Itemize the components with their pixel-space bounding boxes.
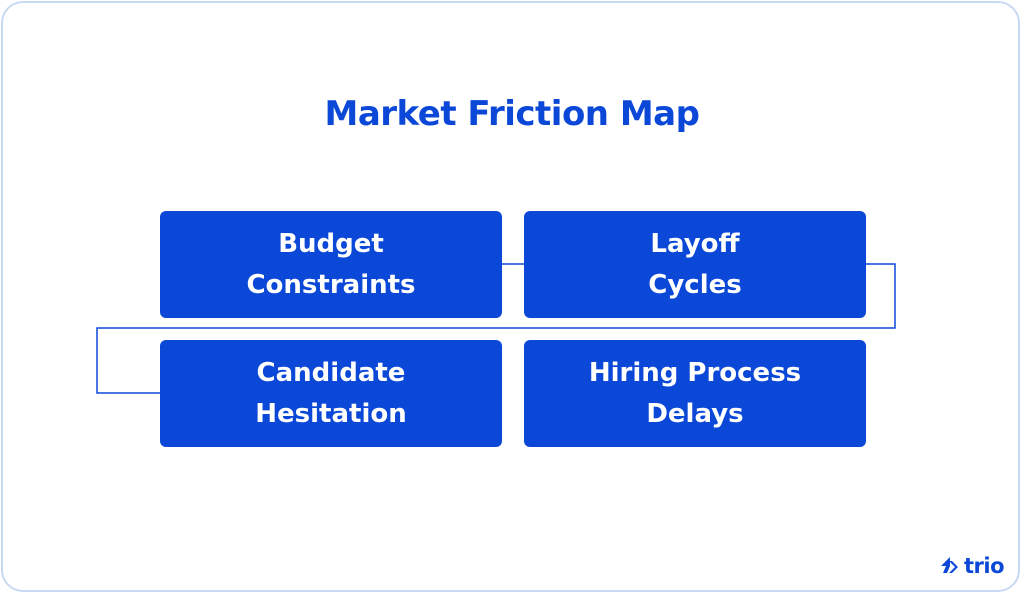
node-candidate-hesitation: Candidate Hesitation — [160, 340, 502, 447]
node-hiring-process-delays: Hiring Process Delays — [524, 340, 866, 447]
node-label: Budget Constraints — [246, 228, 416, 300]
node-label: Hiring Process Delays — [588, 357, 802, 429]
node-budget-constraints: Budget Constraints — [160, 211, 502, 318]
trio-arrows-icon — [941, 557, 958, 573]
page-title: Market Friction Map — [324, 94, 700, 134]
trio-logo: trio — [938, 551, 1005, 581]
node-layoff-cycles: Layoff Cycles — [524, 211, 866, 318]
logo-text: trio — [964, 554, 1005, 578]
node-label: Candidate Hesitation — [255, 357, 407, 429]
node-label: Layoff Cycles — [648, 228, 742, 300]
connector-layoff-to-candidate — [96, 263, 896, 394]
